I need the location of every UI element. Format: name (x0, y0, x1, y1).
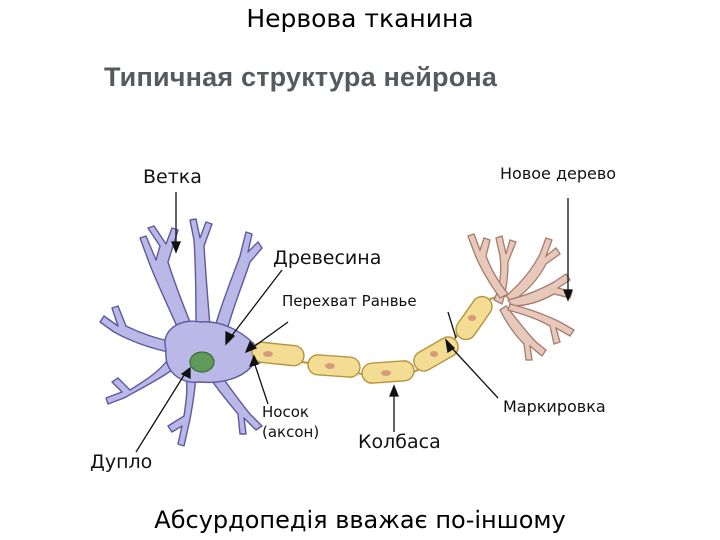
schwann-nuclei (263, 315, 476, 376)
diagram-heading: Типичная структура нейрона (104, 62, 498, 92)
label-hollow: Дупло (90, 451, 153, 473)
label-branch: Ветка (143, 166, 202, 188)
label-sausage: Колбаса (358, 431, 441, 453)
label-nose-axon: (аксон) (262, 423, 320, 441)
label-wood: Древесина (273, 247, 382, 269)
label-new-tree: Новое дерево (500, 164, 617, 183)
pointer-lines (135, 192, 573, 453)
label-ranvier-node: Перехват Ранвье (282, 292, 417, 310)
label-nose: Носок (262, 403, 309, 421)
slide-caption: Абсурдопедія вважає по-іншому (154, 506, 566, 534)
label-marking: Маркировка (503, 397, 606, 416)
dendrites (99, 218, 263, 447)
axon-terminals (467, 233, 575, 361)
slide-title: Нервова тканина (246, 4, 474, 33)
nucleus (189, 351, 215, 373)
